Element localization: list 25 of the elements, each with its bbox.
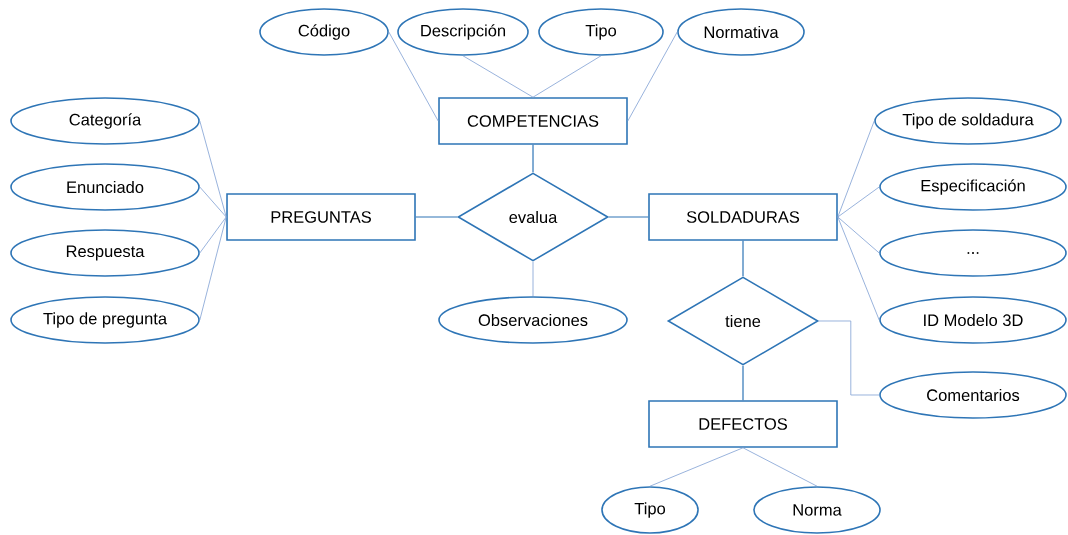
connector-line bbox=[608, 216, 649, 218]
connector-line bbox=[199, 186, 227, 218]
connector-line bbox=[415, 216, 458, 218]
entity-box: PREGUNTAS bbox=[226, 193, 416, 241]
entity-box: SOLDADURAS bbox=[648, 193, 838, 241]
connector-line bbox=[199, 216, 227, 321]
connector-line bbox=[532, 144, 534, 173]
connector-line bbox=[532, 261, 534, 297]
connector-line bbox=[627, 31, 678, 122]
connector-line bbox=[199, 120, 227, 218]
connector-line bbox=[837, 216, 880, 321]
connector-line bbox=[818, 320, 880, 396]
entity-box: DEFECTOS bbox=[648, 400, 838, 448]
connector-line bbox=[532, 55, 602, 98]
connector-line bbox=[462, 55, 534, 98]
connector-line bbox=[837, 216, 880, 254]
connector-line bbox=[199, 216, 227, 254]
connector-line bbox=[742, 365, 744, 401]
connector-line bbox=[837, 120, 875, 218]
entity-box: COMPETENCIAS bbox=[438, 97, 628, 145]
connector-line bbox=[388, 31, 439, 122]
connector-line bbox=[742, 240, 744, 277]
connector-line bbox=[837, 186, 880, 218]
connector-line bbox=[742, 447, 818, 487]
connector-line bbox=[649, 447, 744, 487]
